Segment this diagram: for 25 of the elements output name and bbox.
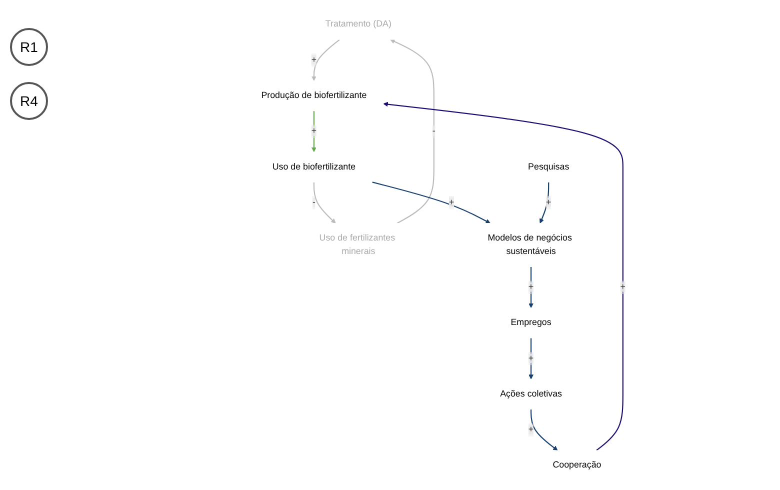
- edge-label: +: [528, 282, 534, 292]
- node-text: Cooperação: [552, 460, 602, 470]
- arrow: [383, 102, 624, 451]
- node-text: Produção de biofertilizante: [261, 90, 367, 100]
- node-text: Uso de fertilizantes minerais: [319, 233, 396, 256]
- node-text: Pesquisas: [528, 162, 570, 172]
- node-text: Ações coletivas: [500, 389, 562, 399]
- edge-label: -: [432, 126, 436, 136]
- arrow: [530, 409, 558, 451]
- edge-label: +: [528, 354, 534, 364]
- loop-label: R4: [10, 82, 48, 120]
- node-text: Uso de biofertilizante: [272, 162, 356, 172]
- node-text: Empregos: [510, 318, 552, 328]
- edge-label: +: [311, 55, 317, 65]
- edge-label: -: [312, 198, 316, 208]
- edge-label: +: [546, 198, 552, 208]
- edge-label: +: [528, 424, 534, 434]
- arrow: [539, 182, 550, 224]
- edge-label: +: [311, 126, 317, 136]
- edge-label: +: [620, 282, 626, 292]
- loop-label: R1: [10, 28, 48, 66]
- edge-label: +: [448, 198, 454, 208]
- arrow: [372, 182, 490, 224]
- node-text: Modelos de negócios sustentáveis: [488, 233, 572, 256]
- node-text: Tratamento (DA): [325, 19, 392, 29]
